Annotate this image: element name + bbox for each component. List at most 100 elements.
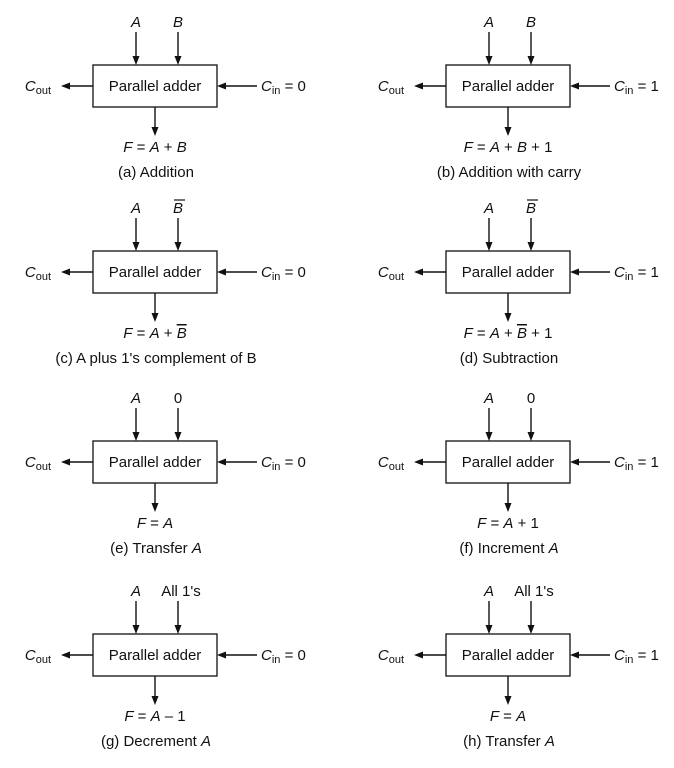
- output-expression: F = A + B + 1: [464, 325, 553, 342]
- cin-label: Cin = 0: [261, 264, 306, 283]
- cout-arrow: [414, 268, 446, 276]
- input-b-label: B: [526, 200, 536, 217]
- input-b-label: All 1's: [514, 583, 554, 600]
- input-a-arrow: [132, 408, 140, 441]
- input-a-arrow: [485, 408, 493, 441]
- cin-label: Cin = 0: [261, 78, 306, 97]
- cout-label: Cout: [25, 264, 51, 283]
- input-a-label: A: [130, 14, 141, 31]
- cin-label: Cin = 1: [614, 454, 659, 473]
- input-a-arrow: [485, 32, 493, 65]
- input-b-label: 0: [527, 390, 535, 407]
- output-arrow: [151, 483, 159, 512]
- input-a-label: A: [130, 390, 141, 407]
- parallel-adder-label: Parallel adder: [462, 454, 555, 471]
- output-arrow: [504, 293, 512, 322]
- parallel-adder-label: Parallel adder: [109, 264, 202, 281]
- cin-label: Cin = 1: [614, 264, 659, 283]
- parallel-adder-label: Parallel adder: [109, 647, 202, 664]
- input-a-arrow: [132, 218, 140, 251]
- parallel-adder-label: Parallel adder: [462, 264, 555, 281]
- parallel-adder-label: Parallel adder: [109, 454, 202, 471]
- cout-arrow: [61, 268, 93, 276]
- cout-label: Cout: [378, 78, 404, 97]
- cin-label: Cin = 0: [261, 454, 306, 473]
- output-expression: F = A – 1: [124, 708, 185, 725]
- cout-label: Cout: [25, 78, 51, 97]
- cout-label: Cout: [378, 454, 404, 473]
- input-a-arrow: [485, 218, 493, 251]
- parallel-adder-label: Parallel adder: [462, 647, 555, 664]
- panel-b: A B Parallel adder Cout Cin = 1 F = A + B + 1…: [378, 14, 659, 181]
- cout-arrow: [61, 82, 93, 90]
- input-a-label: A: [483, 200, 494, 217]
- cin-arrow: [217, 651, 257, 659]
- panel-caption: (e) Transfer A: [110, 540, 202, 557]
- cin-arrow: [570, 458, 610, 466]
- input-b-arrow: [527, 32, 535, 65]
- output-arrow: [504, 676, 512, 705]
- panel-caption: (a) Addition: [118, 164, 194, 181]
- input-a-label: A: [483, 14, 494, 31]
- output-arrow: [151, 107, 159, 136]
- input-a-label: A: [483, 583, 494, 600]
- cin-label: Cin = 0: [261, 647, 306, 666]
- cout-label: Cout: [25, 454, 51, 473]
- cout-arrow: [414, 651, 446, 659]
- output-expression: F = A + B + 1: [464, 139, 553, 156]
- cout-label: Cout: [378, 647, 404, 666]
- input-b-arrow: [527, 408, 535, 441]
- output-arrow: [151, 293, 159, 322]
- cout-arrow: [414, 458, 446, 466]
- input-a-arrow: [485, 601, 493, 634]
- parallel-adder-block: [445, 64, 571, 108]
- input-a-label: A: [130, 200, 141, 217]
- cin-arrow: [570, 651, 610, 659]
- cin-label: Cin = 1: [614, 78, 659, 97]
- cout-label: Cout: [378, 264, 404, 283]
- output-expression: F = A + B: [123, 139, 186, 156]
- input-b-label: B: [526, 14, 536, 31]
- cin-label: Cin = 1: [614, 647, 659, 666]
- output-arrow: [504, 107, 512, 136]
- panel-caption: (h) Transfer A: [463, 733, 555, 750]
- cin-arrow: [217, 82, 257, 90]
- output-arrow: [504, 483, 512, 512]
- cout-arrow: [61, 651, 93, 659]
- panel-caption: (g) Decrement A: [101, 733, 211, 750]
- input-b-arrow: [174, 408, 182, 441]
- panel-caption: (f) Increment A: [459, 540, 558, 557]
- panel-caption: (d) Subtraction: [460, 350, 558, 367]
- input-b-arrow: [174, 601, 182, 634]
- output-expression: F = A: [490, 708, 526, 725]
- input-b-arrow: [527, 601, 535, 634]
- input-a-arrow: [132, 601, 140, 634]
- input-b-label: 0: [174, 390, 182, 407]
- cin-arrow: [570, 268, 610, 276]
- input-b-label: B: [173, 14, 183, 31]
- input-b-arrow: [174, 218, 182, 251]
- cin-arrow: [570, 82, 610, 90]
- input-b-label: All 1's: [161, 583, 201, 600]
- input-b-arrow: [174, 32, 182, 65]
- panel-caption: (b) Addition with carry: [437, 164, 582, 181]
- parallel-adder-label: Parallel adder: [462, 78, 555, 95]
- panel-d: A B Parallel adder Cout Cin = 1 F = A + B + 1…: [378, 199, 659, 367]
- output-expression: F = A + B: [123, 325, 186, 342]
- parallel-adder-label: Parallel adder: [109, 78, 202, 95]
- parallel-adder-block: [445, 250, 571, 294]
- cout-arrow: [414, 82, 446, 90]
- panel-caption: (c) A plus 1's complement of B: [55, 350, 256, 367]
- output-expression: F = A + 1: [477, 515, 539, 532]
- input-a-label: A: [130, 583, 141, 600]
- panel-a: A B Parallel adder Cout Cin = 0 F = A + B (a) …: [25, 14, 306, 181]
- cout-label: Cout: [25, 647, 51, 666]
- output-arrow: [151, 676, 159, 705]
- output-expression: F = A: [137, 515, 173, 532]
